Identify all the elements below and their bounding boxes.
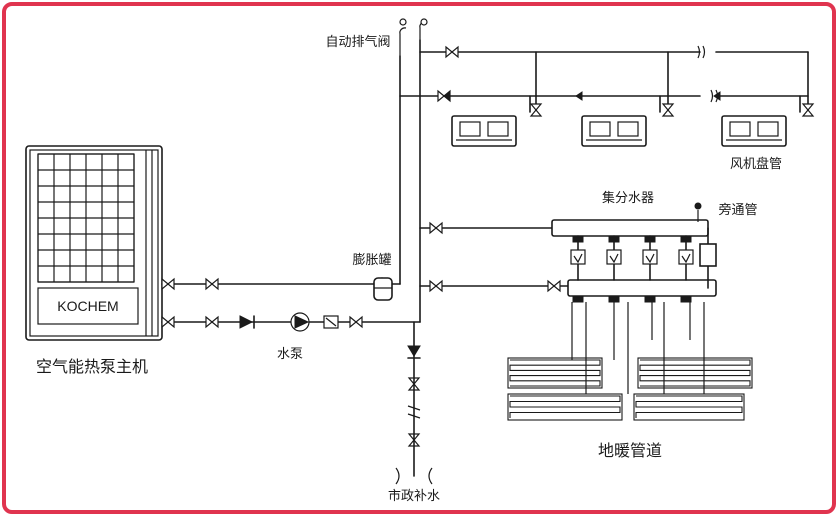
auto-vent-valve-icon bbox=[399, 18, 428, 56]
gate-valve-icon bbox=[205, 277, 219, 291]
gate-valves bbox=[161, 45, 815, 447]
gate-valve-icon bbox=[445, 45, 459, 59]
filter-icon bbox=[323, 315, 339, 329]
fan-coil-label: 风机盘管 bbox=[730, 156, 782, 172]
floor-heating-coils bbox=[507, 302, 753, 421]
gate-valve-icon bbox=[161, 315, 175, 329]
floor-heating-coil bbox=[509, 359, 601, 387]
flow-meter-indicator bbox=[645, 253, 655, 264]
expansion-tank-label: 膨胀罐 bbox=[352, 253, 391, 268]
gate-valve-icon bbox=[529, 103, 543, 117]
floor-heating-coil bbox=[639, 359, 751, 387]
pump-label: 水泵 bbox=[277, 347, 303, 362]
manifold-port bbox=[572, 235, 584, 243]
manifold-port bbox=[608, 295, 620, 303]
floor-heating-loop bbox=[507, 393, 623, 421]
heat-pump-unit: KOCHEM bbox=[25, 145, 163, 341]
heat-pump-label: 空气能热泵主机 bbox=[36, 357, 148, 376]
flow-meter-indicator bbox=[609, 253, 619, 264]
fan-coil-1-pipes bbox=[529, 51, 537, 113]
makeup-water-label: 市政补水 bbox=[388, 488, 440, 504]
bypass-valve-icon bbox=[694, 202, 702, 222]
gate-valve-icon bbox=[349, 315, 363, 329]
gate-valve-icon bbox=[161, 277, 175, 291]
gate-valve-icon bbox=[429, 221, 443, 235]
manifold-port bbox=[644, 295, 656, 303]
flow-meter-icon bbox=[570, 249, 586, 265]
pressure-reducing-valve-icon bbox=[407, 345, 421, 359]
auto-vent-label: 自动排气阀 bbox=[325, 34, 390, 50]
manifold-port bbox=[572, 295, 584, 303]
manifold-port bbox=[680, 295, 692, 303]
flow-arrow-icon bbox=[575, 91, 583, 101]
floor-heating-coil bbox=[635, 395, 743, 418]
manifold-port bbox=[680, 235, 692, 243]
fan-coil-unit bbox=[721, 115, 787, 147]
pipe-break-icon bbox=[697, 45, 719, 103]
backflow-preventer-icon bbox=[407, 405, 421, 419]
makeup-water-source-icon bbox=[395, 467, 433, 485]
brand-name: KOCHEM bbox=[57, 298, 118, 314]
heat-pump-grille bbox=[37, 153, 135, 283]
bypass-label: 旁通管 bbox=[718, 202, 757, 218]
floor-heating-label: 地暖管道 bbox=[598, 441, 662, 460]
gate-valve-icon bbox=[661, 103, 675, 117]
gate-valve-icon bbox=[547, 279, 561, 293]
fan-coil-2-pipes bbox=[659, 51, 669, 113]
flow-meter-indicator bbox=[573, 253, 583, 264]
flow-meter-icon bbox=[678, 249, 694, 265]
manifold-port bbox=[608, 235, 620, 243]
manifold bbox=[551, 219, 717, 297]
pump-icon bbox=[290, 312, 310, 332]
floor-heating-loop bbox=[507, 357, 603, 389]
gate-valve-icon bbox=[429, 279, 443, 293]
brand-plate bbox=[37, 287, 139, 325]
expansion-tank bbox=[373, 277, 393, 301]
flow-meter-icon bbox=[642, 249, 658, 265]
flow-arrow-icon bbox=[443, 91, 451, 101]
gate-valve-icon bbox=[205, 315, 219, 329]
fan-coil-3-pipes bbox=[799, 51, 809, 113]
flow-meter-indicator bbox=[681, 253, 691, 264]
fan-coil-unit bbox=[581, 115, 647, 147]
gate-valve-icon bbox=[801, 103, 815, 117]
fan-coil-unit bbox=[451, 115, 517, 147]
manifold-loops bbox=[570, 235, 694, 303]
check-valve-icon bbox=[239, 315, 255, 329]
floor-heating-loop bbox=[637, 357, 753, 389]
flow-arrow-icon bbox=[713, 91, 721, 101]
floor-heating-loop bbox=[633, 393, 745, 421]
manifold-port bbox=[644, 235, 656, 243]
flow-meter-icon bbox=[606, 249, 622, 265]
manifold-label: 集分水器 bbox=[602, 190, 654, 206]
floor-heating-coil bbox=[509, 395, 621, 418]
